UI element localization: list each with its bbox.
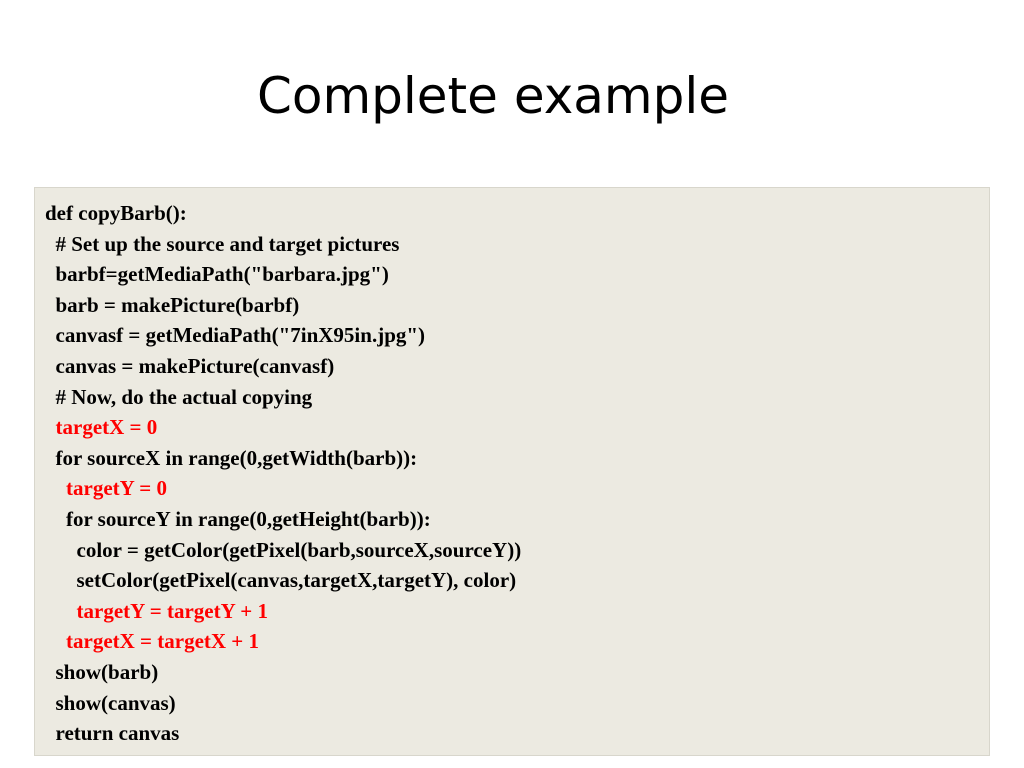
code-line: for sourceX in range(0,getWidth(barb)): — [45, 445, 418, 470]
slide-title: Complete example — [256, 67, 730, 125]
code-line: barb = makePicture(barbf) — [45, 292, 300, 317]
code-line-highlighted: targetY = 0 — [45, 476, 167, 501]
code-line: canvas = makePicture(canvasf) — [45, 353, 335, 378]
code-line: color = getColor(getPixel(barb,sourceX,s… — [45, 537, 522, 562]
code-line: for sourceY in range(0,getHeight(barb)): — [45, 506, 431, 531]
code-line-highlighted: targetY = targetY + 1 — [45, 598, 268, 623]
code-line: # Set up the source and target pictures — [45, 231, 400, 256]
code-line: show(barb) — [45, 659, 159, 684]
code-line: def copyBarb(): — [45, 201, 187, 225]
code-line: # Now, do the actual copying — [45, 384, 313, 409]
code-line-highlighted: targetX = 0 — [45, 415, 158, 440]
code-line-highlighted: targetX = targetX + 1 — [45, 629, 260, 654]
code-listing: def copyBarb(): # Set up the source and … — [45, 198, 521, 749]
code-line: setColor(getPixel(canvas,targetX,targetY… — [45, 568, 517, 593]
code-line: barbf=getMediaPath("barbara.jpg") — [45, 262, 389, 287]
code-line: show(canvas) — [45, 690, 176, 715]
code-line: return canvas — [45, 721, 180, 746]
code-line: canvasf = getMediaPath("7inX95in.jpg") — [45, 323, 426, 348]
code-block: def copyBarb(): # Set up the source and … — [34, 187, 990, 756]
